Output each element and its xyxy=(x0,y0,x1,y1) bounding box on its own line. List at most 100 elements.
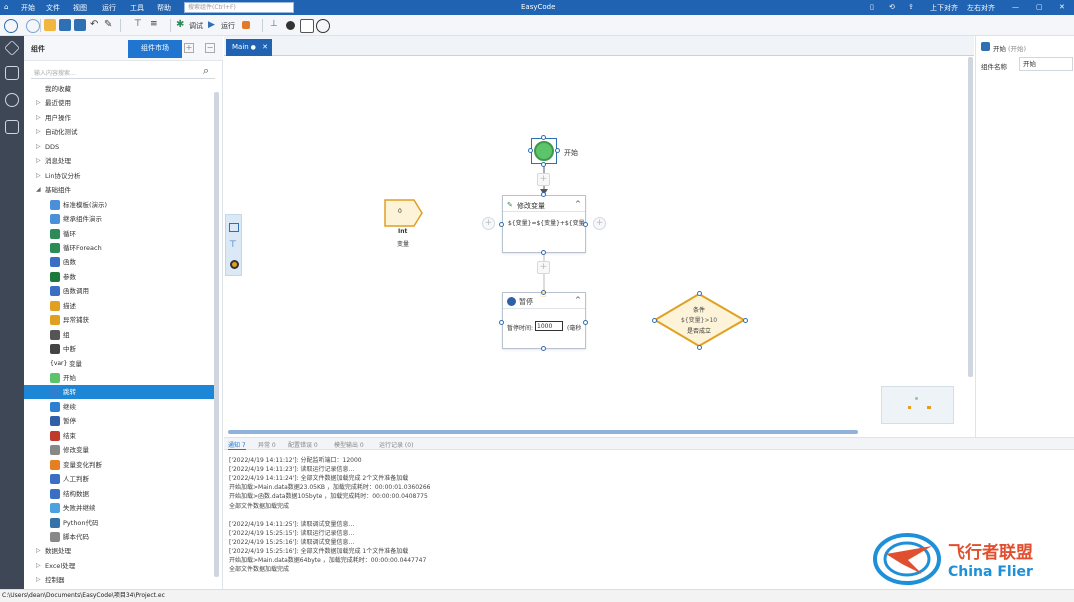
collapsed-arrow-icon[interactable]: ▷ xyxy=(36,547,41,555)
collapsed-arrow-icon[interactable]: ▷ xyxy=(36,128,41,136)
component-scrollbar[interactable] xyxy=(214,92,219,577)
maximize-icon[interactable]: ▢ xyxy=(1036,3,1043,11)
minimize-icon[interactable]: — xyxy=(1012,3,1019,11)
tree-item[interactable]: ▷DDS xyxy=(24,140,214,154)
add-icon[interactable]: + xyxy=(184,43,194,53)
component-search-input[interactable]: 搜索组件(Ctrl+F) xyxy=(184,2,294,13)
debug-icon[interactable]: ✱ xyxy=(176,19,185,30)
flow-canvas[interactable]: ⊤ 开始 + 0 Int 变量 ✎ 修改变量 ^ ${变量}=${变量}+${变… xyxy=(224,56,974,434)
tree-item[interactable]: {var}变量 xyxy=(24,357,214,371)
tree-item[interactable]: 参数 xyxy=(24,270,214,284)
menu-file[interactable]: 文件 xyxy=(46,4,60,12)
run-button[interactable]: 运行 xyxy=(221,22,235,30)
save-icon[interactable] xyxy=(59,19,71,31)
debug-button[interactable]: 调试 xyxy=(189,22,203,30)
target-icon[interactable] xyxy=(230,260,239,269)
collapsed-arrow-icon[interactable]: ▷ xyxy=(36,157,41,165)
add-left-button[interactable]: + xyxy=(482,217,495,230)
tab-notifications[interactable]: 通知 7 xyxy=(228,442,246,450)
tree-icon[interactable]: ⊤ xyxy=(229,240,237,250)
home-icon[interactable]: ⌂ xyxy=(4,3,9,11)
tree-item[interactable]: Python代码 xyxy=(24,516,214,530)
play-circle-icon[interactable] xyxy=(5,93,19,107)
tree-item[interactable]: 循环Foreach xyxy=(24,241,214,255)
tree-item[interactable]: 继承组件演示 xyxy=(24,212,214,226)
name-field[interactable]: 开始 xyxy=(1019,57,1073,71)
tree-item[interactable]: 脚本代码 xyxy=(24,530,214,544)
align-horizontal-button[interactable]: 左右对齐 xyxy=(967,4,995,12)
tree-item[interactable]: 开始 xyxy=(24,371,214,385)
collapse-icon[interactable]: − xyxy=(205,43,215,53)
variable-node[interactable] xyxy=(384,199,424,227)
layout-icon[interactable]: ▯ xyxy=(870,3,874,11)
start-node[interactable] xyxy=(534,141,554,161)
collapsed-arrow-icon[interactable]: ▷ xyxy=(36,576,41,584)
tree-item[interactable]: 人工判断 xyxy=(24,472,214,486)
collapsed-arrow-icon[interactable]: ▷ xyxy=(36,171,41,179)
add-after-start-button[interactable]: + xyxy=(537,173,550,186)
stop-icon[interactable] xyxy=(242,21,250,29)
collapsed-arrow-icon[interactable]: ▷ xyxy=(36,113,41,121)
canvas-horizontal-scrollbar[interactable] xyxy=(228,430,858,434)
document-icon[interactable] xyxy=(300,19,314,33)
tree-item[interactable]: 变量变化判断 xyxy=(24,458,214,472)
tree-item[interactable]: ▷数据处理 xyxy=(24,544,214,558)
tree-item[interactable]: 描述 xyxy=(24,299,214,313)
collapse-pause-icon[interactable]: ^ xyxy=(575,296,581,304)
eraser-icon[interactable]: ✎ xyxy=(104,19,113,30)
tree-item[interactable]: 结构数据 xyxy=(24,487,214,501)
breakpoint-list-icon[interactable]: ≡ xyxy=(150,19,158,29)
expanded-arrow-icon[interactable]: ◢ xyxy=(36,186,41,194)
share-icon[interactable]: ⇪ xyxy=(908,3,914,11)
tab-config-errors[interactable]: 配置错误 0 xyxy=(288,442,318,449)
forward-icon[interactable] xyxy=(26,19,40,33)
tab-run-records[interactable]: 运行记录 (0) xyxy=(379,442,414,449)
tree-item[interactable]: 结束 xyxy=(24,429,214,443)
menu-start[interactable]: 开始 xyxy=(21,4,35,12)
tree-item[interactable]: ▷Lin协议分析 xyxy=(24,169,214,183)
add-right-button[interactable]: + xyxy=(593,217,606,230)
tree-item[interactable]: ▷自动化测试 xyxy=(24,125,214,139)
tree-item[interactable]: 我的收藏 xyxy=(24,82,214,96)
breakpoint-icon[interactable] xyxy=(286,21,295,30)
tree-item[interactable]: 修改变量 xyxy=(24,443,214,457)
align-vertical-button[interactable]: 上下对齐 xyxy=(930,4,958,12)
close-tab-icon[interactable]: ✕ xyxy=(262,43,268,51)
tree-item[interactable]: 函数调用 xyxy=(24,284,214,298)
tree-item[interactable]: 暂停 xyxy=(24,414,214,428)
search-icon[interactable]: ⌕ xyxy=(203,64,210,77)
tree-item[interactable]: 失败并继续 xyxy=(24,501,214,515)
undo-layout-icon[interactable]: ⟲ xyxy=(889,3,895,11)
minimap[interactable] xyxy=(881,386,954,424)
copy-icon[interactable] xyxy=(229,223,239,232)
add-after-modify-button[interactable]: + xyxy=(537,261,550,274)
modify-variable-node[interactable]: ✎ 修改变量 ^ ${变量}=${变量}+${变量 xyxy=(502,195,586,253)
back-icon[interactable] xyxy=(4,19,18,33)
tree-item[interactable]: 跳转 xyxy=(24,385,214,400)
step-over-icon[interactable]: ⊥ xyxy=(270,19,278,29)
pause-time-input[interactable]: 1000 xyxy=(535,321,563,331)
undo-icon[interactable]: ↶ xyxy=(90,19,99,30)
open-folder-icon[interactable] xyxy=(44,19,56,31)
tree-item[interactable]: ◢基础组件 xyxy=(24,183,214,197)
component-search-field[interactable]: 输入内容搜索... ⌕ xyxy=(31,64,215,79)
tab-exceptions[interactable]: 异常 0 xyxy=(258,442,276,449)
collapse-node-icon[interactable]: ^ xyxy=(575,200,581,208)
tree-item[interactable]: ▷Excel处理 xyxy=(24,559,214,573)
step-icon[interactable]: ⊤ xyxy=(134,19,142,29)
tree-item[interactable]: 中断 xyxy=(24,342,214,356)
tree-item[interactable]: 组 xyxy=(24,328,214,342)
tree-item[interactable]: ▷用户操作 xyxy=(24,111,214,125)
collapsed-arrow-icon[interactable]: ▷ xyxy=(36,99,41,107)
run-icon[interactable]: ▶ xyxy=(208,20,215,30)
layers-icon[interactable] xyxy=(4,40,20,56)
tree-item[interactable]: ▷最近使用 xyxy=(24,96,214,110)
disable-icon[interactable] xyxy=(316,19,330,33)
tree-item[interactable]: ▷控制器 xyxy=(24,573,214,587)
tree-item[interactable]: 标准模板(演示) xyxy=(24,198,214,212)
tree-item[interactable]: 继续 xyxy=(24,400,214,414)
collapsed-arrow-icon[interactable]: ▷ xyxy=(36,142,41,150)
save-all-icon[interactable] xyxy=(74,19,86,31)
close-icon[interactable]: ✕ xyxy=(1059,3,1065,11)
tab-main[interactable]: Main ● ✕ xyxy=(226,39,272,56)
